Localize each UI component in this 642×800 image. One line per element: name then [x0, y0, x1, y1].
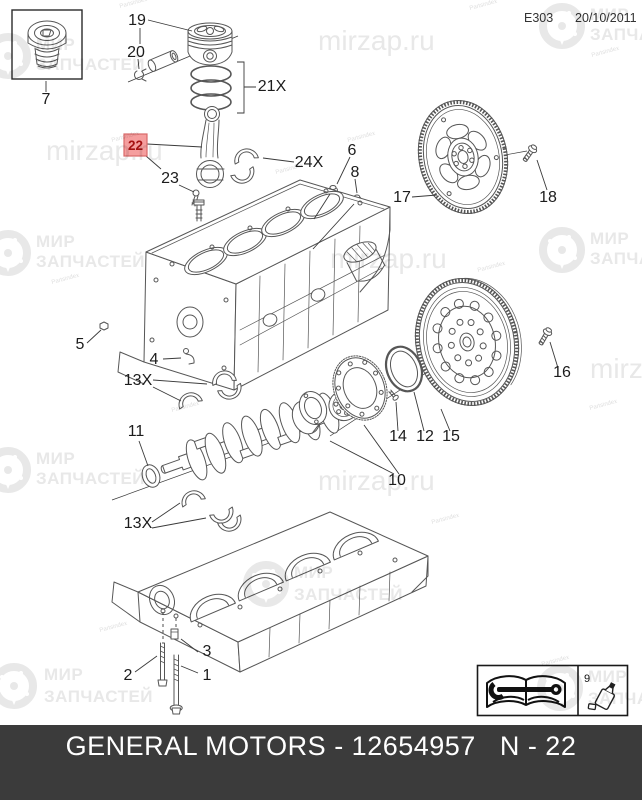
- callout-8: 8: [351, 164, 360, 181]
- footer-part-number: GENERAL MOTORS - 12654957 N - 22: [65, 731, 577, 761]
- callout-18: 18: [539, 189, 557, 206]
- callout-13x-lower: 13X: [124, 515, 153, 532]
- part-20-piston-pin: [134, 50, 179, 82]
- callout-23: 23: [161, 170, 179, 187]
- part-bedplate: [111, 511, 429, 673]
- part-19-piston: [187, 22, 233, 66]
- part-17-flexplate: [417, 99, 509, 215]
- callout-4: 4: [150, 351, 159, 368]
- callout-1: 1: [203, 667, 212, 684]
- callout-2: 2: [124, 667, 133, 684]
- part-4-clip: [183, 348, 195, 365]
- callout-20: 20: [127, 44, 145, 61]
- part-18-bolt: [522, 144, 538, 162]
- callout-6: 6: [348, 142, 357, 159]
- highlighted-callout-22: 22: [123, 133, 148, 157]
- callout-5: 5: [76, 336, 85, 353]
- legend-sealant-number: 9: [584, 673, 590, 685]
- part-14-bolt: [388, 389, 399, 401]
- callout-7: 7: [42, 91, 51, 108]
- callout-3: 3: [203, 643, 212, 660]
- part-10-seal-housing: [291, 391, 328, 435]
- callout-10: 10: [388, 472, 406, 489]
- footer-bar: GENERAL MOTORS - 12654957 N - 22: [0, 725, 642, 800]
- part-2-bolt: [157, 642, 168, 687]
- part-12-seal: [384, 345, 424, 393]
- part-1-bolt: [169, 654, 183, 715]
- bolt-alignment-dashes: [162, 612, 177, 644]
- callout-11: 11: [128, 423, 145, 440]
- callout-22-label: 22: [128, 138, 143, 153]
- diagram-code: E303: [524, 11, 554, 25]
- part-16-bolt: [538, 327, 553, 346]
- callout-13x-upper: 13X: [124, 372, 153, 389]
- callout-16: 16: [553, 364, 571, 381]
- callout-19: 19: [128, 12, 146, 29]
- part-21x-piston-rings: [190, 65, 232, 111]
- diagram-date: 20/10/2011: [575, 11, 637, 25]
- part-engine-block: [99, 179, 391, 391]
- callout-12: 12: [416, 428, 434, 445]
- block-pump-boss: [343, 241, 386, 282]
- part-7-oil-plug: [11, 9, 83, 80]
- callout-21x: 21X: [258, 78, 287, 95]
- part-5-nut: [99, 321, 109, 331]
- callout-labels: 7 19 20 21X 23 24X 6 8 17 18 5 4 13X 11 …: [42, 12, 571, 684]
- callout-15: 15: [442, 428, 460, 445]
- callout-14: 14: [389, 428, 407, 445]
- legend-box: 9: [476, 664, 629, 717]
- part-13x-upper-bearings: [178, 370, 242, 410]
- part-23-rod-bolt: [192, 189, 200, 197]
- part-15-flywheel: [414, 277, 522, 406]
- part-3-dowel: [170, 628, 179, 640]
- part-13x-lower-bearings: [181, 490, 242, 532]
- part-22-connecting-rod: [191, 106, 225, 207]
- part-10-gasket: [332, 355, 388, 421]
- callout-17: 17: [393, 189, 411, 206]
- sealant-tube-icon: [587, 682, 616, 711]
- block-stud: [193, 199, 205, 222]
- callout-24x: 24X: [295, 154, 324, 171]
- part-11-seal-ring: [141, 464, 161, 488]
- leader-lines: [45, 19, 559, 674]
- part-24x-rod-bearings: [230, 148, 259, 184]
